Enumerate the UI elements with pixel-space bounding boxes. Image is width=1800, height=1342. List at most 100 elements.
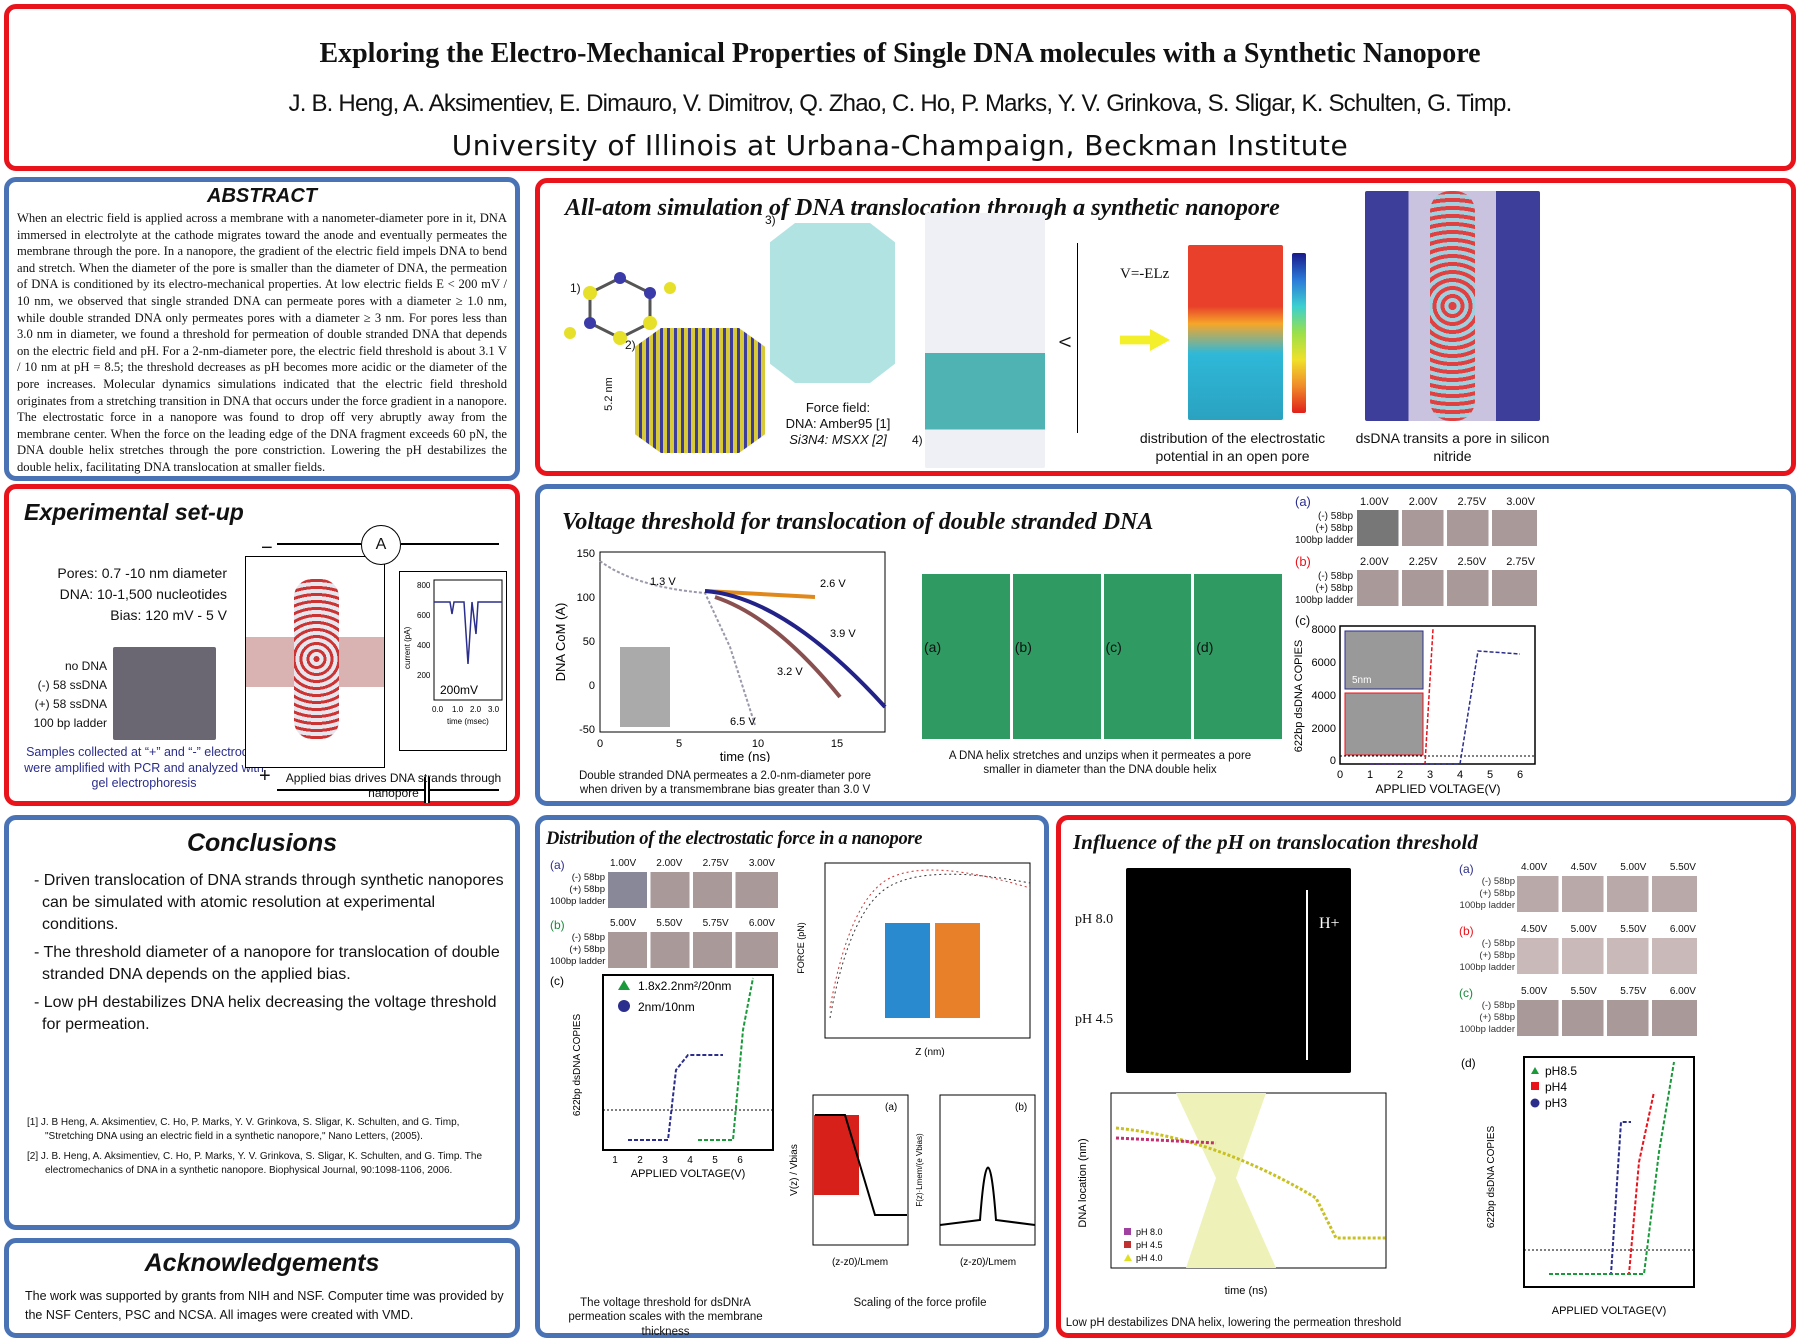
acknowledgements-panel: Acknowledgements The work was supported … bbox=[4, 1238, 520, 1338]
dna-location-chart: pH 8.0 pH 4.5 pH 4.0 time (ns) DNA locat… bbox=[1077, 1092, 1387, 1297]
voltage-label: 4.50V bbox=[1521, 924, 1548, 935]
row-label: (-) 58bp bbox=[1481, 1000, 1515, 1011]
circuit-wire bbox=[401, 543, 499, 545]
setup-params: Pores: 0.7 -10 nm diameter DNA: 10-1,500… bbox=[17, 563, 227, 626]
helix-frame: (d) bbox=[1194, 574, 1282, 739]
ph-title: Influence of the pH on translocation thr… bbox=[1073, 830, 1478, 854]
y-axis-label: F(z)·Lmem/(e Vbias) bbox=[915, 1133, 924, 1207]
legend-entry: pH8.5 bbox=[1545, 1064, 1577, 1078]
x-axis-label: time (msec) bbox=[447, 717, 489, 726]
field-equation: V=-ELz bbox=[1120, 266, 1170, 282]
voltage-label: 5.50V bbox=[1669, 862, 1696, 873]
row-label: (+) 58bp bbox=[1479, 888, 1515, 899]
voltage-label: 4.50V bbox=[1570, 862, 1597, 873]
thickness-threshold-chart: (c) 1.8x2.2nm²/20nm 2nm/10nm 1 2 3 4 5 6… bbox=[550, 974, 774, 1180]
x-tick: 2.0 bbox=[470, 705, 482, 714]
x-tick: 2 bbox=[637, 1155, 643, 1166]
voltage-label: 3.00V bbox=[1506, 496, 1535, 508]
x-axis-label: APPLIED VOLTAGE(V) bbox=[1552, 1305, 1667, 1317]
row-label: (+) 58bp bbox=[569, 884, 605, 895]
conclusion-item: - Driven translocation of DNA strands th… bbox=[34, 872, 504, 933]
simulation-panel: All-atom simulation of DNA translocation… bbox=[535, 178, 1796, 476]
header-panel: Exploring the Electro-Mechanical Propert… bbox=[4, 4, 1796, 171]
gel-labels: no DNA (-) 58 ssDNA (+) 58 ssDNA 100 bp … bbox=[15, 657, 107, 733]
legend-triangle-marker bbox=[618, 980, 630, 990]
plot-frame bbox=[1523, 1056, 1695, 1288]
series-1.8nm bbox=[698, 977, 754, 1141]
gel-image bbox=[608, 872, 778, 908]
panel-label: (a) bbox=[550, 858, 565, 872]
series-3.9v bbox=[704, 589, 887, 709]
dna-param: DNA: 10-1,500 nucleotides bbox=[59, 586, 227, 602]
panel-label: (a) bbox=[885, 1102, 897, 1113]
dsdna-caption: dsDNA transits a pore in silicon nitride bbox=[1355, 430, 1550, 464]
legend-marker bbox=[1124, 1241, 1131, 1248]
x-tick: 3.0 bbox=[488, 705, 500, 714]
x-axis-label: APPLIED VOLTAGE(V) bbox=[1376, 782, 1501, 796]
potential-caption: distribution of the electrostatic potent… bbox=[1139, 430, 1326, 464]
panel-label: (a) bbox=[1295, 494, 1311, 509]
panel-label: (b) bbox=[1015, 1102, 1027, 1113]
x-tick: 2 bbox=[1397, 769, 1403, 781]
pores-param: Pores: 0.7 -10 nm diameter bbox=[57, 565, 227, 581]
applied-bias-caption: Applied bias drives DNA strands through … bbox=[285, 771, 502, 800]
y-tick: 200 bbox=[417, 671, 431, 680]
y-axis-label: DNA CoM (A) bbox=[555, 603, 568, 682]
voltage-label: 5.00V bbox=[610, 918, 637, 929]
voltage-label: 6.00V bbox=[748, 918, 775, 929]
row-label: 100bp ladder bbox=[1295, 595, 1354, 606]
legend-entry: 1.8x2.2nm²/20nm bbox=[638, 979, 731, 993]
legend-circle-marker bbox=[618, 1000, 630, 1012]
potential-map-figure bbox=[1188, 245, 1283, 420]
voltage-label: 2.00V bbox=[656, 858, 683, 869]
gel-image bbox=[1357, 570, 1537, 606]
force-field-caption: Force field: DNA: Amber95 [1] Si3N4: MSX… bbox=[768, 400, 908, 448]
legend-entry: pH3 bbox=[1545, 1096, 1567, 1110]
voltage-label: 2.75V bbox=[1457, 496, 1487, 508]
experiment-title: Experimental set-up bbox=[24, 499, 244, 525]
helix-stretch-figure: (a) (b) (c) (d) bbox=[922, 574, 1282, 739]
gel-image bbox=[1357, 510, 1537, 546]
poster-title: Exploring the Electro-Mechanical Propert… bbox=[319, 38, 1481, 69]
row-label: (-) 58bp bbox=[1481, 876, 1515, 887]
frame-label: (c) bbox=[1105, 639, 1122, 655]
samples-caption: Samples collected at “+” and “-” electro… bbox=[24, 745, 264, 791]
helix-frame: (c) bbox=[1103, 574, 1192, 739]
voltage-label: 5.75V bbox=[1620, 986, 1647, 997]
x-tick: 4 bbox=[1457, 769, 1463, 781]
plot-frame bbox=[824, 862, 1031, 1039]
gel-label: (+) 58 ssDNA bbox=[34, 697, 107, 711]
y-axis-label: FORCE (pN) bbox=[796, 922, 806, 974]
voltage-label: 2.50V bbox=[1457, 556, 1487, 568]
series-ph3 bbox=[1549, 1121, 1631, 1275]
frame-label: (d) bbox=[1196, 639, 1214, 655]
voltage-label: 1.00V bbox=[1360, 496, 1389, 508]
y-axis-label: 622bp dsDNA COPIES bbox=[1293, 640, 1305, 753]
legend-marker bbox=[1124, 1254, 1132, 1261]
potential-inset bbox=[885, 923, 930, 1018]
series-label: 6.5 V bbox=[730, 716, 756, 728]
com-caption: Double stranded DNA permeates a 2.0-nm-d… bbox=[578, 770, 872, 797]
y-tick: 800 bbox=[417, 581, 431, 590]
y-tick: -50 bbox=[579, 724, 595, 736]
gel-image bbox=[113, 647, 216, 740]
pore-model-figure bbox=[770, 223, 895, 383]
bias-param: Bias: 120 mV - 5 V bbox=[110, 607, 227, 623]
force-field-label: Force field: bbox=[805, 400, 871, 415]
ammeter-label: A bbox=[375, 536, 387, 553]
ring-molecule-figure bbox=[564, 272, 676, 345]
voltage-label: 2.00V bbox=[1360, 556, 1389, 568]
legend-marker bbox=[1530, 1098, 1540, 1108]
conclusion-item: - The threshold diameter of a nanopore f… bbox=[34, 944, 500, 983]
series-ph85 bbox=[1549, 1061, 1675, 1275]
abstract-title: ABSTRACT bbox=[207, 185, 317, 207]
